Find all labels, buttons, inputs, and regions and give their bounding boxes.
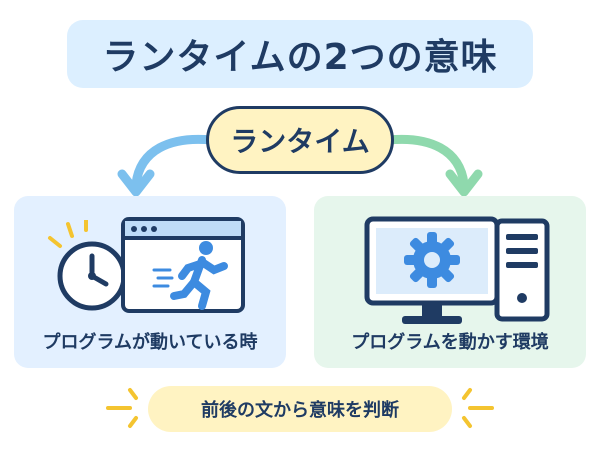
arrow-left-icon <box>117 134 217 197</box>
center-term: ランタイム <box>230 125 370 158</box>
browser-window-icon <box>121 217 245 313</box>
right-panel: プログラムを動かす環境 <box>314 196 586 368</box>
pc-tower-icon <box>494 218 550 322</box>
right-panel-label: プログラムを動かす環境 <box>351 332 549 353</box>
page-title: ランタイムの2つの意味 <box>102 37 498 78</box>
footer-note: 前後の文から意味を判断 <box>201 400 399 421</box>
title-banner: ランタイムの2つの意味 <box>67 20 533 88</box>
left-panel-label: プログラムが動いている時 <box>42 332 258 353</box>
sparkle-icon <box>106 388 138 428</box>
running-person-icon <box>152 241 228 310</box>
left-panel: プログラムが動いている時 <box>14 196 286 368</box>
arrow-right-icon <box>383 134 483 197</box>
footer-note-pill: 前後の文から意味を判断 <box>148 386 452 432</box>
center-term-pill: ランタイム <box>206 106 394 174</box>
gear-icon <box>404 232 460 288</box>
sparkle-icon <box>462 388 494 428</box>
